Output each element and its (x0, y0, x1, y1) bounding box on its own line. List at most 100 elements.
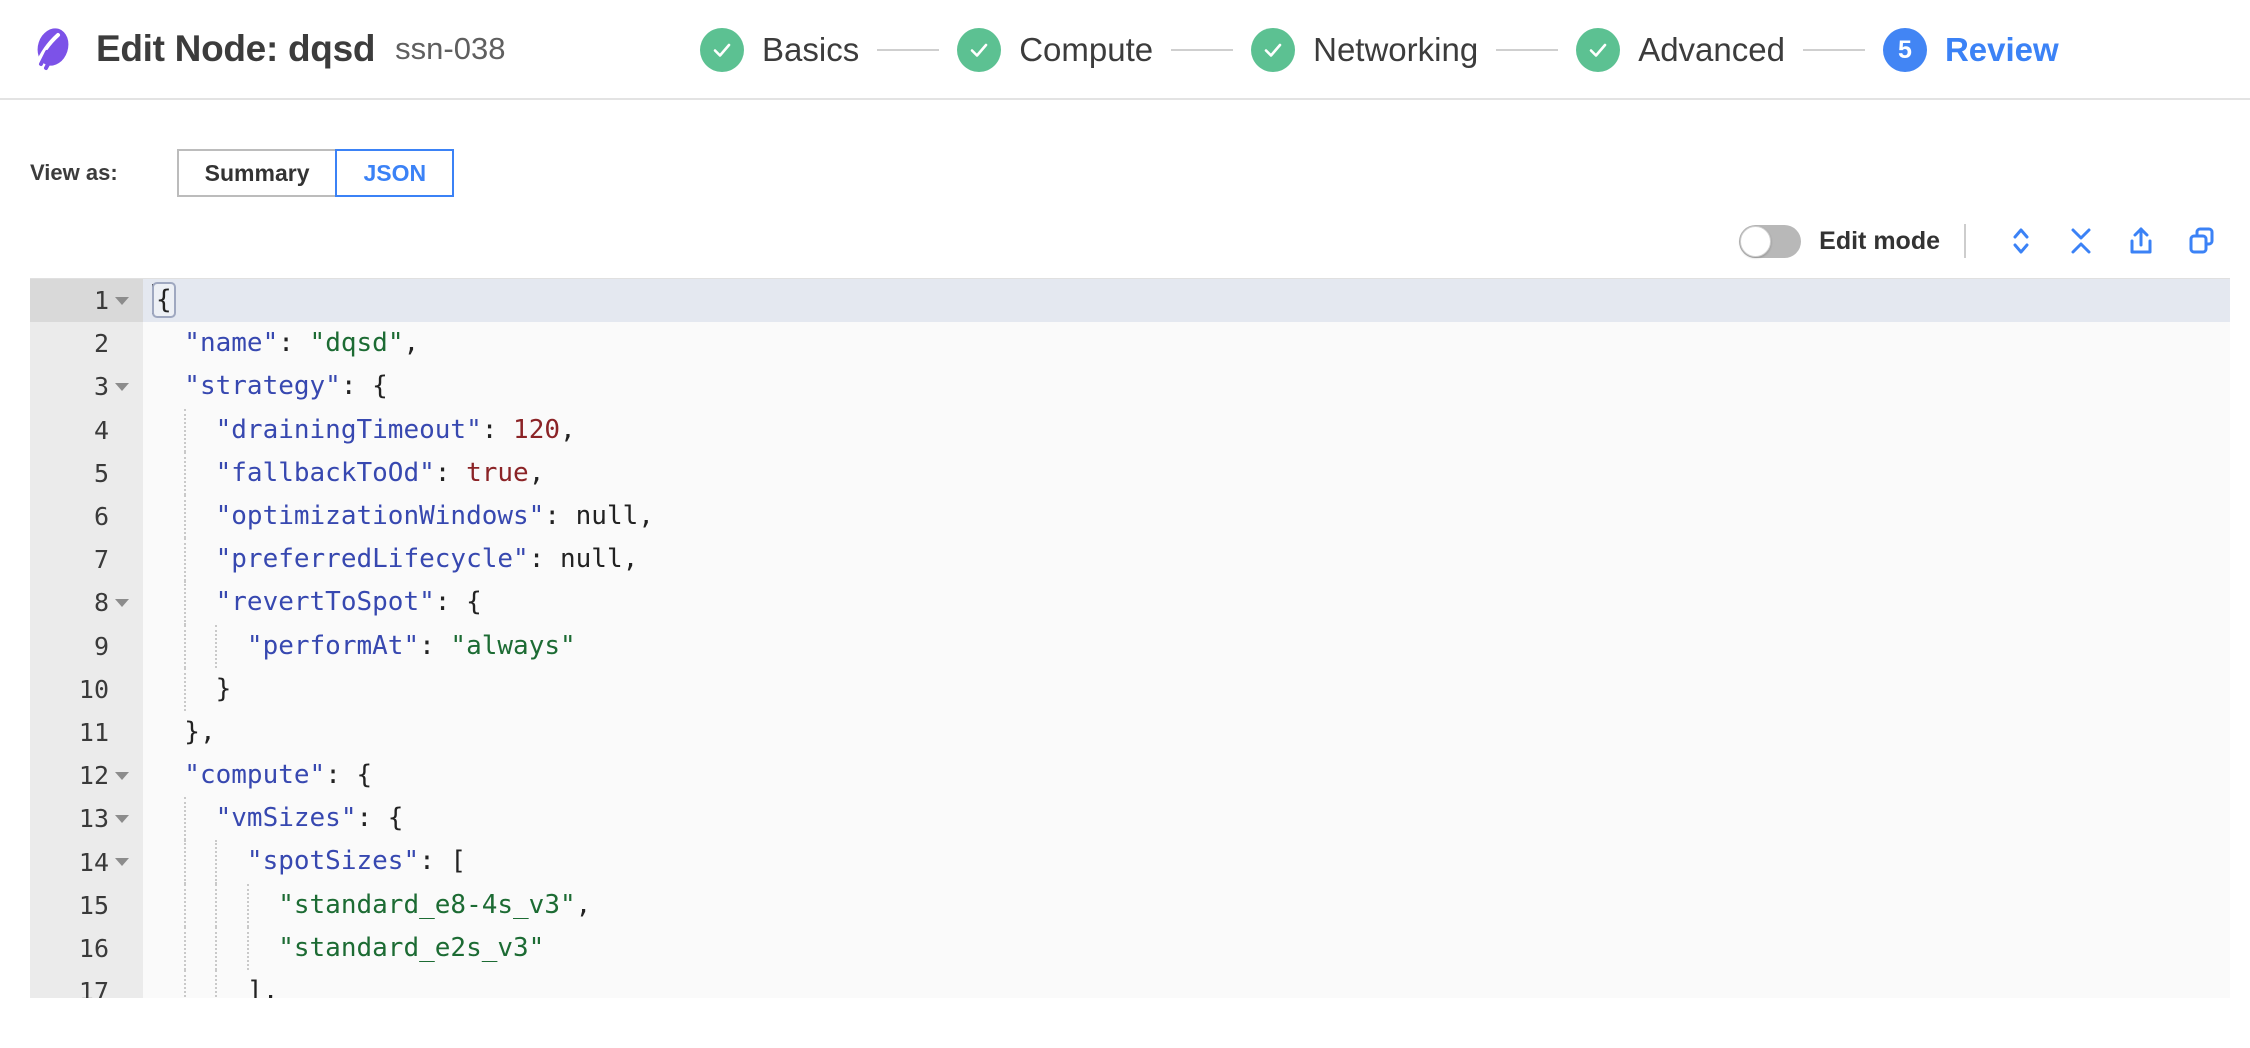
code-line[interactable]: 5 "fallbackToOd": true, (30, 451, 2230, 495)
code-token: , (403, 328, 420, 359)
code-line[interactable]: 16 "standard_e2s_v3" (30, 926, 2230, 970)
line-gutter: 17 (30, 970, 143, 998)
code-token: "revertToSpot" (153, 587, 435, 618)
indent-guide (184, 883, 187, 927)
indent-guide (246, 926, 249, 970)
line-number: 8 (93, 588, 109, 618)
code-text[interactable]: "revertToSpot": { (143, 581, 2230, 625)
step-label-advanced: Advanced (1638, 31, 1785, 68)
fold-toggle-icon[interactable] (109, 296, 135, 305)
fold-toggle-icon[interactable] (109, 771, 135, 780)
code-text[interactable]: "compute": { (143, 754, 2230, 797)
code-text[interactable]: }, (143, 711, 2230, 754)
view-as-row: View as: Summary JSON (0, 100, 2250, 204)
code-text[interactable]: "spotSizes": [ (143, 840, 2230, 884)
code-text[interactable]: ], (143, 970, 2230, 998)
code-token: 120 (513, 414, 561, 445)
step-badge-compute (957, 28, 1002, 72)
code-token: "name" (153, 328, 279, 359)
code-text[interactable]: "standard_e2s_v3" (143, 926, 2230, 970)
stepper-step-advanced[interactable]: Advanced (1576, 28, 1785, 72)
code-text[interactable]: "vmSizes": { (143, 797, 2230, 841)
line-number: 14 (78, 847, 109, 877)
line-gutter: 7 (30, 538, 143, 582)
line-number: 3 (93, 372, 109, 402)
fold-toggle-icon[interactable] (109, 382, 135, 391)
view-as-option-summary[interactable]: Summary (176, 149, 336, 197)
code-token: null (575, 500, 639, 531)
fold-toggle-icon[interactable] (109, 814, 135, 823)
check-icon (1589, 43, 1607, 57)
code-text[interactable]: "name": "dqsd", (143, 322, 2230, 365)
line-gutter: 5 (30, 451, 143, 495)
code-token: , (560, 414, 576, 445)
collapse-all-icon[interactable] (2054, 219, 2108, 263)
code-text[interactable]: } (143, 667, 2230, 711)
chevron-down-icon (115, 814, 129, 823)
export-icon[interactable] (2114, 219, 2168, 263)
code-line[interactable]: 15 "standard_e8-4s_v3", (30, 883, 2230, 927)
step-label-compute: Compute (1019, 31, 1154, 68)
line-gutter: 13 (30, 797, 143, 841)
code-text[interactable]: "standard_e8-4s_v3", (143, 883, 2230, 927)
app-header: Edit Node: dqsd ssn-038 Basics Compute (0, 0, 2250, 100)
code-token: "optimizationWindows" (153, 500, 545, 531)
code-token: "standard_e2s_v3" (153, 932, 545, 963)
expand-all-icon[interactable] (1994, 219, 2048, 263)
code-line[interactable]: 9 "performAt": "always" (30, 624, 2230, 668)
toolbar-divider (1964, 224, 1966, 258)
stepper-step-compute[interactable]: Compute (957, 28, 1153, 72)
copy-icon[interactable] (2174, 219, 2228, 263)
code-text[interactable]: "performAt": "always" (143, 624, 2230, 668)
code-line[interactable]: 13 "vmSizes": { (30, 797, 2230, 841)
code-text[interactable]: "fallbackToOd": true, (143, 451, 2230, 495)
code-text[interactable]: "drainingTimeout": 120, (143, 408, 2230, 452)
code-line[interactable]: 14 "spotSizes": [ (30, 840, 2230, 884)
edit-mode-toggle[interactable] (1739, 224, 1802, 258)
fold-toggle-icon[interactable] (109, 598, 135, 607)
code-text[interactable]: "strategy": { (143, 365, 2230, 408)
indent-guide (184, 797, 187, 841)
code-text[interactable]: "optimizationWindows": null, (143, 494, 2230, 539)
code-token: "vmSizes" (153, 803, 357, 834)
indent-guide (184, 494, 187, 539)
view-as-label: View as: (30, 160, 118, 185)
code-token: : (544, 500, 576, 531)
code-text[interactable]: "preferredLifecycle": null, (143, 538, 2230, 582)
code-line[interactable]: 6 "optimizationWindows": null, (30, 494, 2230, 539)
line-number: 10 (78, 674, 109, 704)
code-line[interactable]: 17 ], (30, 970, 2230, 998)
line-number: 16 (78, 933, 109, 963)
line-number: 17 (78, 977, 109, 998)
code-line[interactable]: 10 } (30, 667, 2230, 711)
stepper-step-networking[interactable]: Networking (1251, 28, 1478, 72)
code-text[interactable]: { (143, 279, 2230, 322)
code-line[interactable]: 2 "name": "dqsd", (30, 322, 2230, 366)
step-connector (1171, 49, 1234, 51)
line-gutter: 12 (30, 754, 143, 798)
code-line[interactable]: 4 "drainingTimeout": 120, (30, 408, 2230, 452)
code-token: : [ (419, 846, 467, 877)
code-line[interactable]: 3 "strategy": { (30, 365, 2230, 409)
stepper-step-basics[interactable]: Basics (700, 28, 859, 72)
code-token: "drainingTimeout" (153, 414, 482, 445)
line-gutter: 1 (30, 279, 143, 323)
code-token: "spotSizes" (153, 846, 420, 877)
json-code-editor[interactable]: 1{2 "name": "dqsd",3 "strategy": {4 "dra… (30, 278, 2230, 998)
code-line[interactable]: 1{ (30, 279, 2230, 323)
stepper-step-review[interactable]: 5 Review (1882, 28, 2059, 72)
code-token: true (466, 457, 529, 488)
code-line[interactable]: 7 "preferredLifecycle": null, (30, 538, 2230, 582)
line-gutter: 14 (30, 840, 143, 884)
code-token: : (434, 457, 467, 488)
step-label-networking: Networking (1313, 31, 1479, 68)
line-number: 2 (93, 329, 109, 359)
code-token: : { (340, 371, 388, 402)
code-line[interactable]: 11 }, (30, 710, 2230, 755)
view-as-option-json[interactable]: JSON (335, 149, 455, 197)
line-number: 5 (93, 458, 109, 488)
code-line[interactable]: 12 "compute": { (30, 754, 2230, 798)
fold-toggle-icon[interactable] (109, 858, 135, 867)
code-body[interactable]: 1{2 "name": "dqsd",3 "strategy": {4 "dra… (30, 279, 2230, 998)
code-line[interactable]: 8 "revertToSpot": { (30, 581, 2230, 625)
